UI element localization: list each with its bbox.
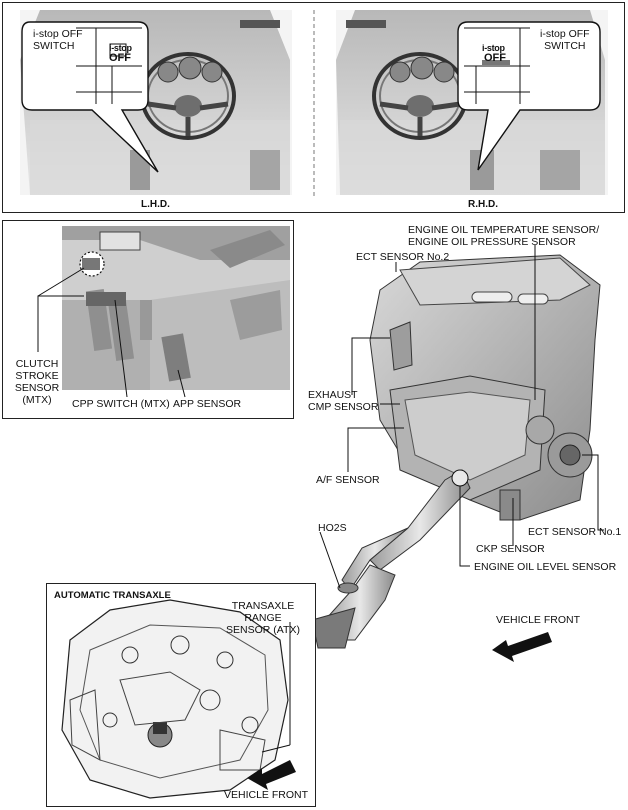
rhd-istop-off-switch-label: i-stop OFF SWITCH <box>540 28 590 52</box>
atx-panel-title: AUTOMATIC TRANSAXLE <box>54 590 171 601</box>
vehicle-front-arrow-engine <box>492 632 552 662</box>
engine-block <box>369 254 601 521</box>
rhd-caption: R.H.D. <box>468 199 498 210</box>
ho2s-label: HO2S <box>318 522 347 534</box>
ect-sensor-1-label: ECT SENSOR No.1 <box>528 526 622 538</box>
transaxle-range-sensor-label: TRANSAXLE RANGE SENSOR (ATX) <box>226 600 300 636</box>
exhaust-cmp-sensor-label: EXHAUST CMP SENSOR <box>308 389 379 413</box>
eot-eop-sensor-label: ENGINE OIL TEMPERATURE SENSOR/ ENGINE OI… <box>408 224 600 248</box>
rhd-istop-button-off: OFF <box>484 52 506 64</box>
lhd-caption: L.H.D. <box>141 199 170 210</box>
clutch-stroke-sensor-label: CLUTCH STROKE SENSOR (MTX) <box>14 358 60 406</box>
ckp-sensor-label: CKP SENSOR <box>476 543 545 555</box>
af-sensor-label: A/F SENSOR <box>316 474 380 486</box>
vehicle-front-label-engine: VEHICLE FRONT <box>496 614 581 626</box>
istop-panel <box>2 2 625 213</box>
exhaust-pipe <box>311 469 471 649</box>
lhd-istop-off-switch-label: i-stop OFF SWITCH <box>33 28 83 52</box>
app-sensor-label: APP SENSOR <box>173 398 242 410</box>
cpp-switch-label: CPP SWITCH (MTX) <box>72 398 170 410</box>
lhd-istop-button-off: OFF <box>109 52 131 64</box>
ect-sensor-2-label: ECT SENSOR No.2 <box>356 251 450 263</box>
vehicle-front-label-atx: VEHICLE FRONT <box>224 789 309 801</box>
lhd-istop-button-text: i-stop <box>109 43 132 53</box>
engine-oil-level-sensor-label: ENGINE OIL LEVEL SENSOR <box>474 561 617 573</box>
rhd-istop-button-text: i-stop <box>482 43 505 53</box>
